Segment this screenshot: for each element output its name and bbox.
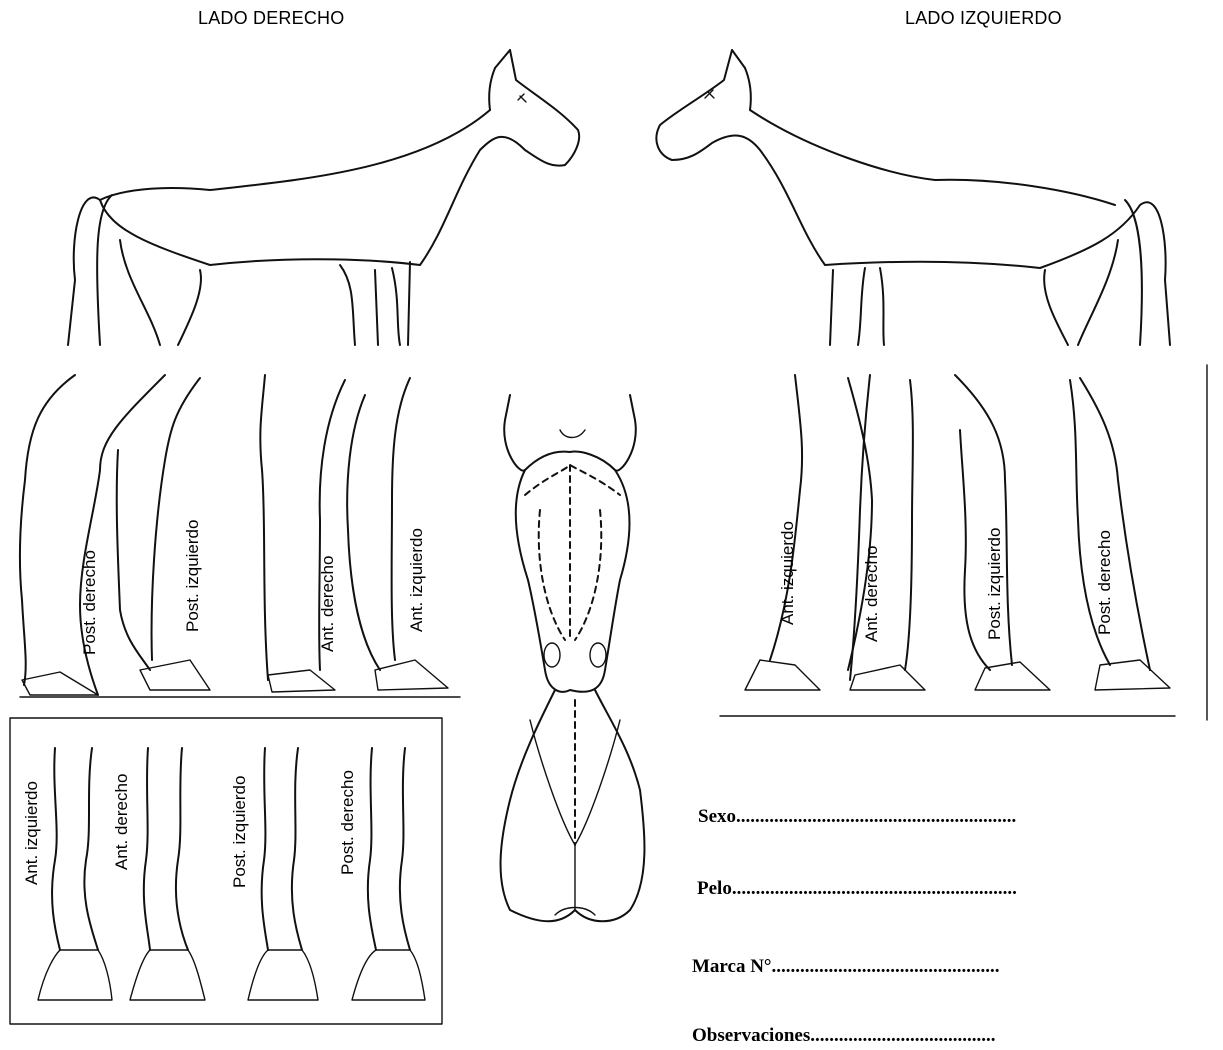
leg-label-left-ant-izquierdo: Ant. izquierdo [778, 521, 798, 625]
sexo-field[interactable]: Sexo....................................… [698, 806, 1016, 828]
front-legs-box-drawing [10, 718, 442, 1024]
leg-label-right-ant-derecho: Ant. derecho [318, 556, 338, 652]
observaciones-field[interactable]: Observaciones...........................… [692, 1025, 995, 1047]
leg-label-left-ant-derecho: Ant. derecho [862, 546, 882, 642]
horse-left-side-figure [656, 50, 1170, 345]
horse-right-side-figure [68, 50, 579, 345]
leg-label-left-post-izquierdo: Post. izquierdo [985, 528, 1005, 640]
leg-label-box-ant-derecho: Ant. derecho [112, 774, 132, 870]
leg-label-left-post-derecho: Post. derecho [1095, 530, 1115, 635]
leg-label-right-post-derecho: Post. derecho [80, 550, 100, 655]
marca-field[interactable]: Marca N°................................… [692, 956, 1000, 978]
leg-label-box-post-derecho: Post. derecho [338, 770, 358, 875]
leg-label-right-post-izquierdo: Post. izquierdo [183, 520, 203, 632]
leg-label-box-ant-izquierdo: Ant. izquierdo [22, 781, 42, 885]
leg-label-box-post-izquierdo: Post. izquierdo [230, 776, 250, 888]
horse-front-head-drawing [501, 395, 645, 921]
leg-label-right-ant-izquierdo: Ant. izquierdo [407, 528, 427, 632]
pelo-field[interactable]: Pelo....................................… [697, 878, 1017, 900]
